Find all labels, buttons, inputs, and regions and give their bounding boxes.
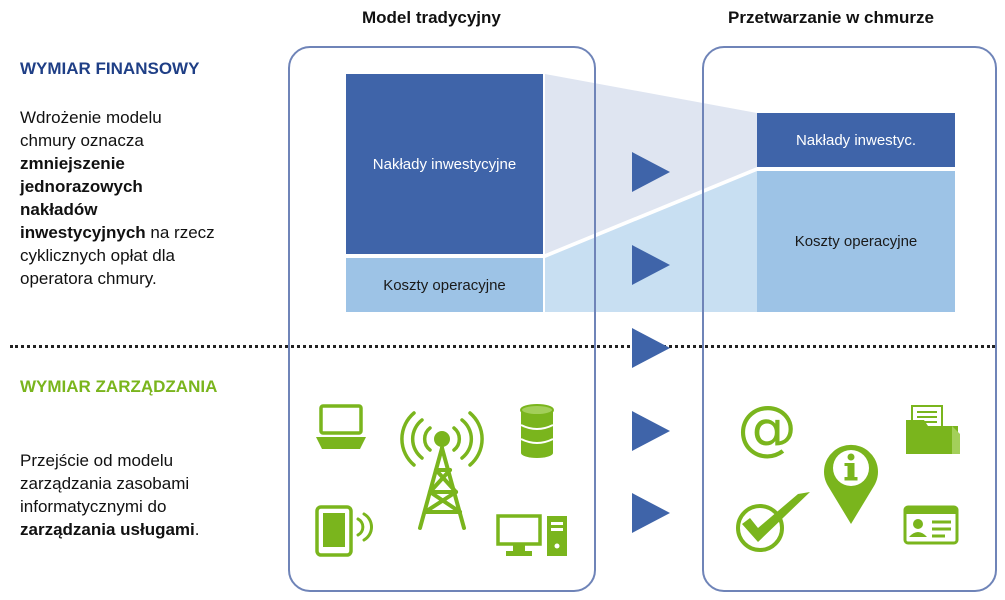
cloud-model-title: Przetwarzanie w chmurze bbox=[728, 8, 934, 27]
laptop-icon bbox=[316, 404, 366, 449]
id-card-icon bbox=[903, 505, 959, 545]
info-pin-icon bbox=[824, 444, 878, 524]
traditional-model-panel bbox=[288, 46, 596, 592]
section-divider bbox=[10, 345, 995, 348]
folder-icon bbox=[906, 405, 960, 454]
cloud-opex-box: Koszty operacyjne bbox=[757, 171, 955, 312]
checkmark-icon bbox=[736, 492, 810, 552]
arrow-right-icon bbox=[632, 245, 670, 285]
traditional-opex-box: Koszty operacyjne bbox=[346, 258, 543, 312]
management-dimension-title: WYMIAR ZARZĄDZANIA bbox=[20, 377, 218, 396]
desktop-computer-icon bbox=[496, 514, 567, 556]
financial-dimension-title: WYMIAR FINANSOWY bbox=[20, 59, 200, 78]
traditional-capex-box: Nakłady inwestycyjne bbox=[346, 74, 543, 254]
antenna-tower-icon bbox=[400, 411, 484, 530]
cloud-capex-box: Nakłady inwestyc. bbox=[757, 113, 955, 167]
arrow-right-icon bbox=[632, 328, 670, 368]
arrow-right-icon bbox=[632, 152, 670, 192]
management-dimension-text: Przejście od modelu zarządzania zasobami… bbox=[20, 451, 200, 539]
financial-dimension-text: Wdrożenie modelu chmury oznacza zmniejsz… bbox=[20, 108, 215, 288]
database-icon bbox=[520, 404, 554, 458]
arrow-right-icon bbox=[632, 493, 670, 533]
opex-connector bbox=[545, 171, 757, 312]
at-sign-icon: @ bbox=[737, 393, 797, 463]
arrow-right-icon bbox=[632, 411, 670, 451]
traditional-model-title: Model tradycyjny bbox=[362, 8, 501, 27]
tablet-icon bbox=[315, 505, 374, 557]
cloud-model-panel bbox=[702, 46, 997, 592]
